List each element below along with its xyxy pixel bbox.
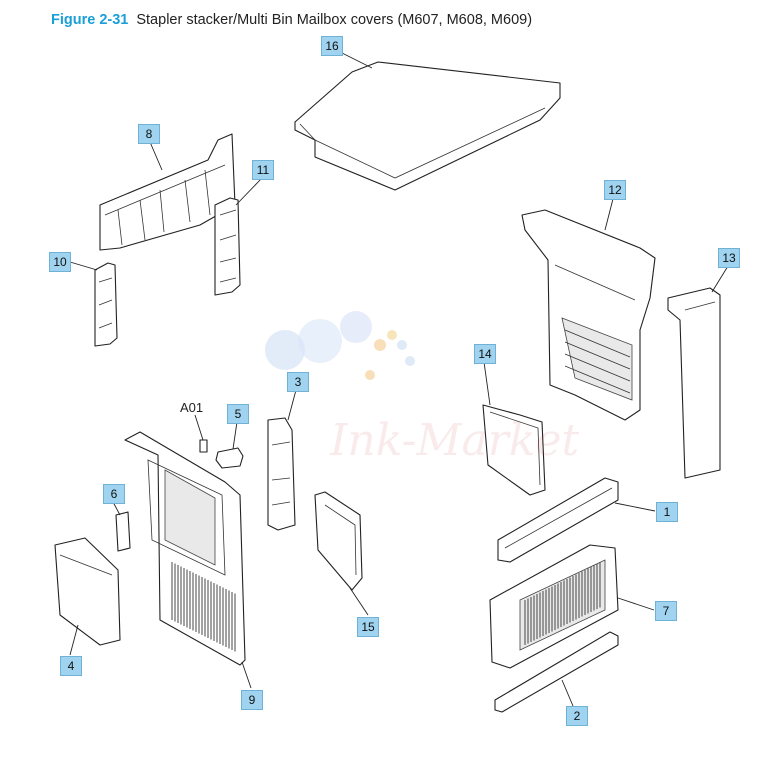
part-3-rail [267,417,296,531]
leader-lines [69,51,729,707]
callout-13: 13 [718,248,740,268]
callout-5: 5 [227,404,249,424]
part-10-bracket [94,262,118,347]
callout-10: 10 [49,252,71,272]
callout-16: 16 [321,36,343,56]
part-15-bracket [314,491,363,591]
part-4-door [54,537,121,646]
callout-6: 6 [103,484,125,504]
callout-8: 8 [138,124,160,144]
callout-2: 2 [566,706,588,726]
callout-14: 14 [474,344,496,364]
part-6-label [115,511,131,552]
callout-11: 11 [252,160,274,180]
callout-9: 9 [241,690,263,710]
part-7-grille-cover [489,544,619,669]
part-9-front-cover [124,431,246,666]
callout-12: 12 [604,180,626,200]
part-5-latch [199,439,244,469]
part-16-top-cover [294,61,561,191]
part-12-side-cover [521,209,656,421]
callout-7: 7 [655,601,677,621]
figure-caption: Figure 2-31 Stapler stacker/Multi Bin Mai… [51,12,532,28]
part-13-side-panel [667,287,721,479]
callout-1: 1 [656,502,678,522]
callout-15: 15 [357,617,379,637]
reference-label-a01: A01 [180,400,204,415]
part-11-bracket [214,197,241,296]
callout-3: 3 [287,372,309,392]
part-2-bar [494,631,619,713]
figure-title: Stapler stacker/Multi Bin Mailbox covers… [136,12,533,28]
part-14-panel [482,404,546,496]
grille-lines [171,562,601,652]
callout-4: 4 [60,656,82,676]
part-1-strip [497,477,619,563]
figure-number: Figure 2-31 [51,12,129,28]
